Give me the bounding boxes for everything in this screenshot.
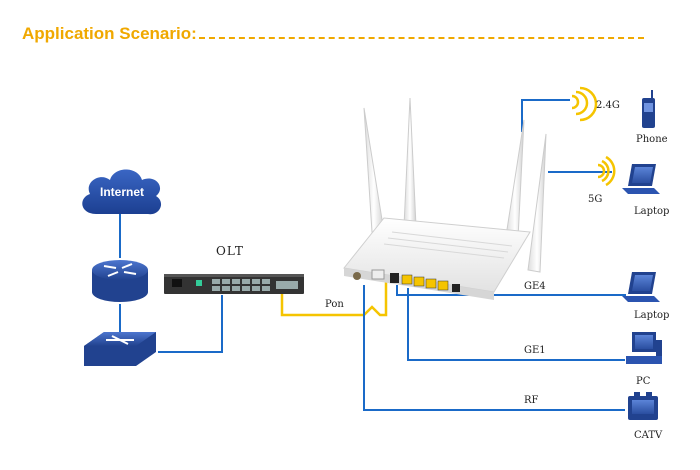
antenna-2 (403, 97, 417, 227)
olt-label: OLT (216, 244, 244, 258)
wifi-5g-signal-icon (597, 155, 616, 187)
antenna-3 (505, 119, 525, 239)
ge4-label: GE4 (524, 281, 546, 292)
catv-label: CATV (634, 430, 663, 441)
pc-label: PC (636, 376, 651, 387)
internet-label: Internet (100, 185, 144, 199)
title-dashed-rule (199, 37, 644, 39)
antenna-1 (363, 107, 385, 233)
laptop-ge4-label: Laptop (634, 310, 670, 321)
link-switch-olt (158, 295, 223, 353)
link-ge1 (407, 288, 625, 361)
router-icon (92, 260, 148, 302)
wifi-24g-label: 2.4G (596, 100, 620, 111)
pc-icon (626, 332, 662, 364)
laptop-ge4-icon (622, 272, 660, 302)
rf-label: RF (524, 395, 539, 406)
link-ge4 (396, 285, 626, 296)
link-rf (363, 285, 625, 411)
phone-icon (642, 90, 655, 128)
switch-icon (84, 332, 156, 366)
page-title: Application Scenario: (22, 24, 197, 43)
phone-label: Phone (636, 134, 668, 145)
wifi-5g-label: 5G (588, 194, 603, 205)
pon-label: Pon (325, 299, 344, 310)
link-pon-fiber (280, 282, 388, 317)
laptop-5g-label: Laptop (634, 206, 670, 217)
wifi-24g-signal-icon (571, 86, 598, 122)
antenna-4 (527, 133, 547, 273)
catv-icon (628, 392, 658, 420)
link-wifi-24g (521, 99, 570, 132)
connection-lines (119, 99, 626, 411)
onu-router-icon (343, 97, 547, 300)
olt-device-icon (164, 274, 304, 294)
internet-cloud-icon: Internet (82, 169, 162, 215)
ge1-label: GE1 (524, 345, 546, 356)
laptop-5g-icon (622, 164, 660, 194)
